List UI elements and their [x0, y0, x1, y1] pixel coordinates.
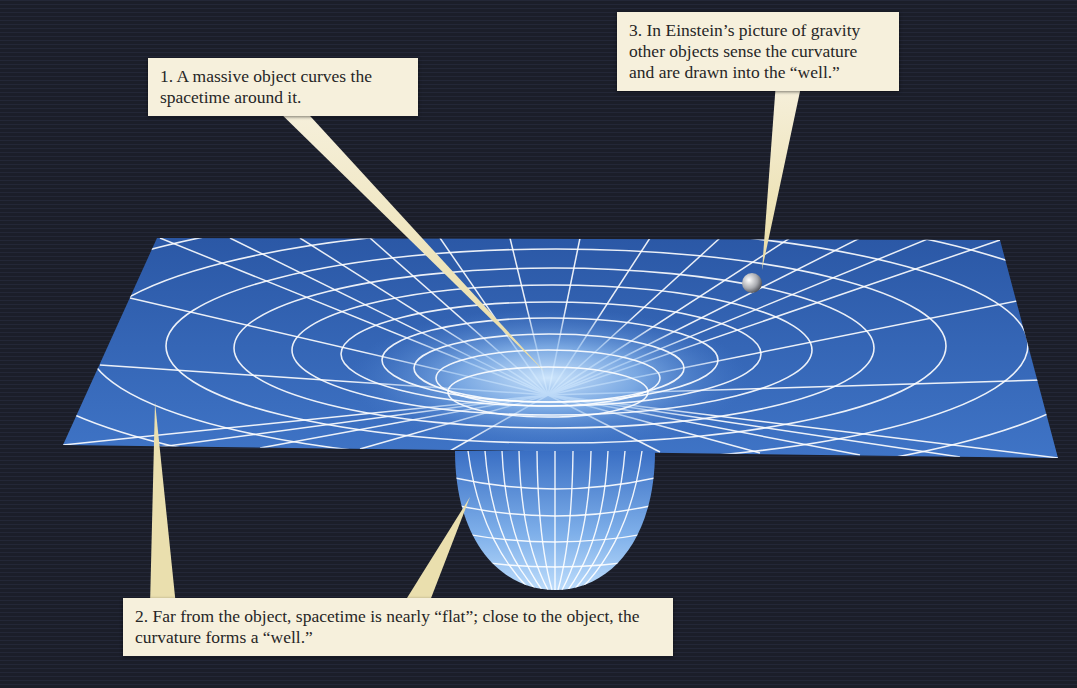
- ring-grid-lines: [0, 205, 1077, 485]
- callout-pointer: [150, 402, 176, 606]
- well-bowl: [455, 451, 655, 590]
- callout-box: 3. In Einstein’s picture of gravity othe…: [617, 12, 899, 91]
- bowl-grid-lines: [455, 451, 655, 590]
- callout-pointer: [402, 497, 470, 606]
- callout-pointer: [762, 82, 802, 270]
- well-glow: [348, 308, 748, 448]
- callout-text: 2. Far from the object, spacetime is nea…: [135, 606, 661, 648]
- callout-text: 3. In Einstein’s picture of gravity othe…: [629, 20, 887, 83]
- test-mass-sphere: [742, 273, 762, 293]
- callout-box: 1. A massive object curves the spacetime…: [148, 58, 418, 116]
- callout-pointer: [272, 105, 545, 372]
- callout-text: 1. A massive object curves the spacetime…: [160, 66, 406, 108]
- callout-box: 2. Far from the object, spacetime is nea…: [123, 598, 673, 656]
